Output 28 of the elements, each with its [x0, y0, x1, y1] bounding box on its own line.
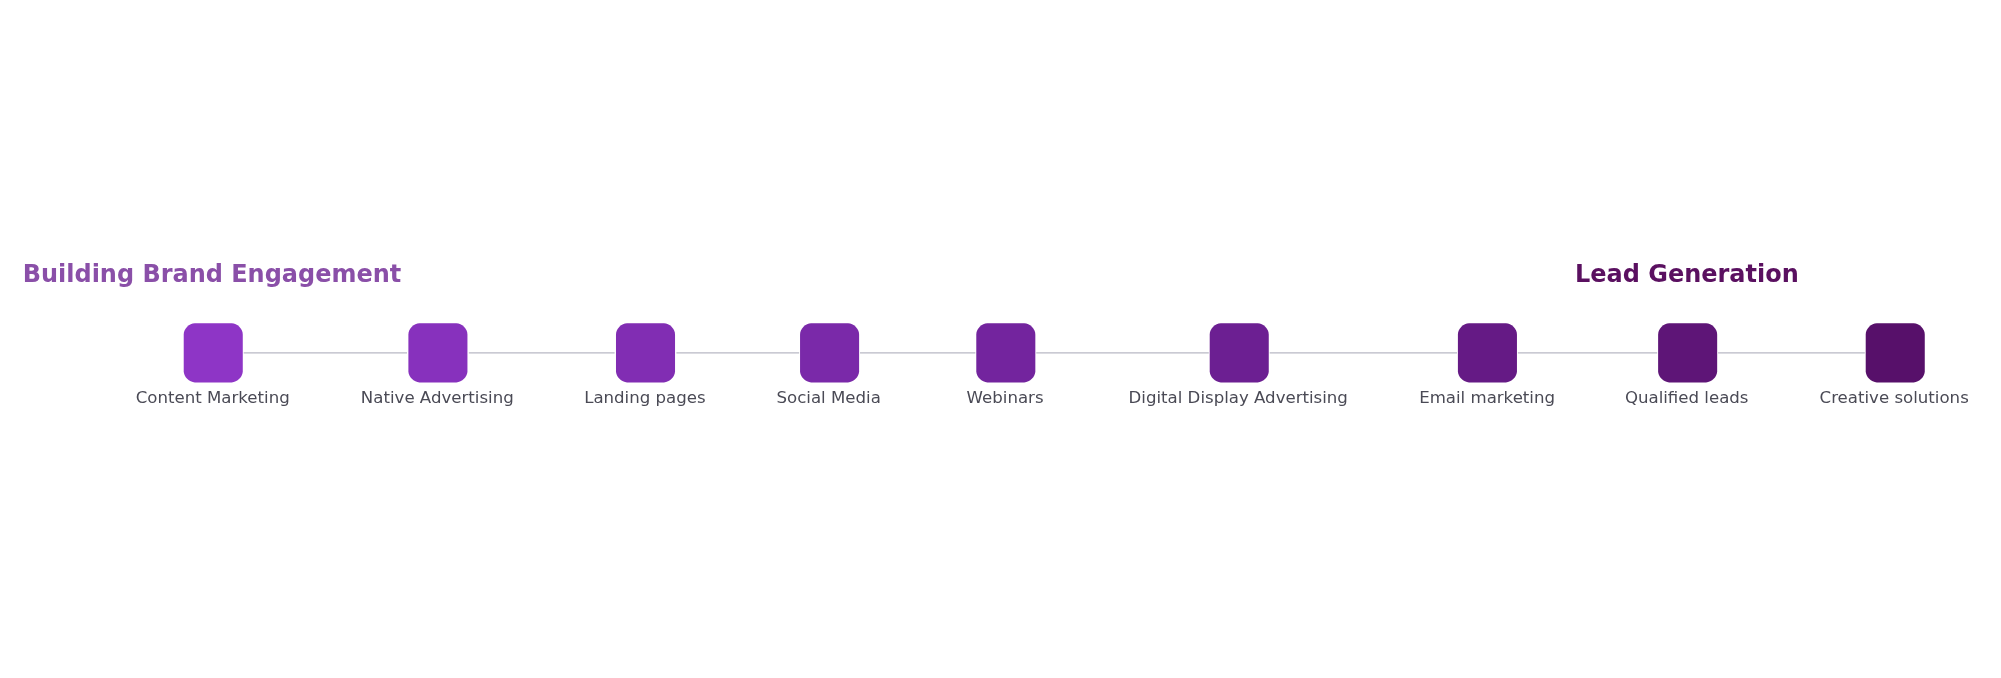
node-box [1209, 322, 1269, 382]
node-label: Content Marketing [135, 387, 290, 407]
node-box [1865, 322, 1925, 382]
connector [675, 351, 800, 354]
node-label: Creative solutions [1819, 387, 1969, 407]
node-box [1658, 322, 1718, 382]
connector [468, 351, 616, 354]
node-label: Native Advertising [360, 387, 514, 407]
connector [859, 351, 977, 354]
node-box [616, 322, 676, 382]
node-label: Landing pages [584, 387, 706, 407]
node-box [800, 322, 860, 382]
node-box [976, 322, 1036, 382]
connector [1717, 351, 1866, 354]
node-label: Webinars [966, 387, 1044, 407]
connector [1269, 351, 1458, 354]
node-box [408, 322, 468, 382]
node-label: Digital Display Advertising [1128, 387, 1348, 407]
node-label: Social Media [776, 387, 881, 407]
connector [1035, 351, 1210, 354]
connector [1517, 351, 1658, 354]
connector [243, 351, 408, 354]
node-box [183, 322, 243, 382]
label: Lead Generation [1575, 259, 1799, 288]
label: Building Brand Engagement [22, 259, 402, 288]
node-box [1457, 322, 1517, 382]
node-label: Qualified leads [1624, 387, 1749, 407]
node-label: Email marketing [1419, 387, 1556, 407]
